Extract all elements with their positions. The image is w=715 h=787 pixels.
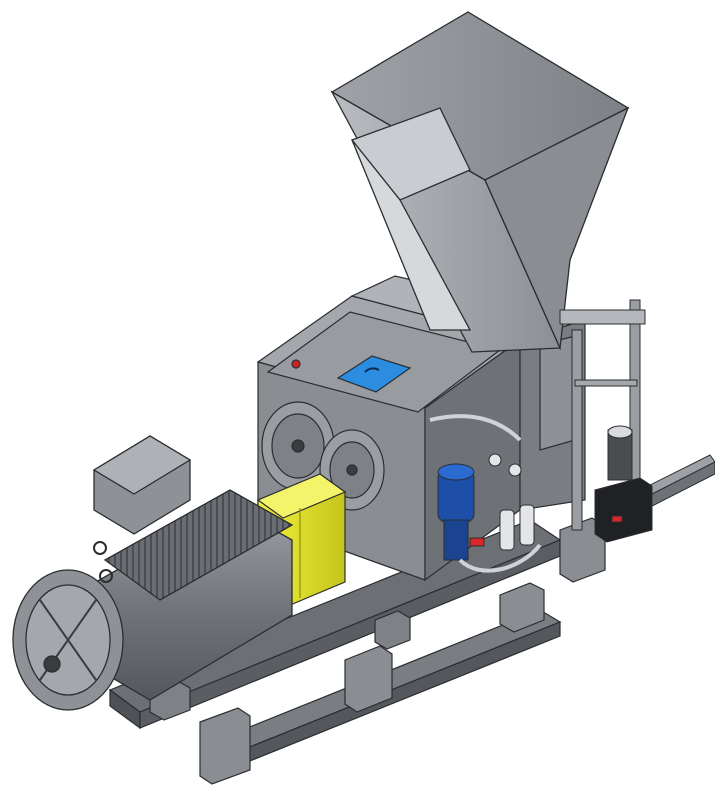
main-electric-motor	[12, 435, 294, 711]
support-uprights	[559, 299, 646, 531]
hydraulic-unit	[594, 425, 653, 543]
filters-and-piping	[429, 414, 542, 573]
inspection-plate	[336, 355, 412, 393]
hopper	[330, 11, 630, 353]
base-frame	[108, 517, 606, 785]
hydraulic-pump-motor	[437, 463, 485, 561]
